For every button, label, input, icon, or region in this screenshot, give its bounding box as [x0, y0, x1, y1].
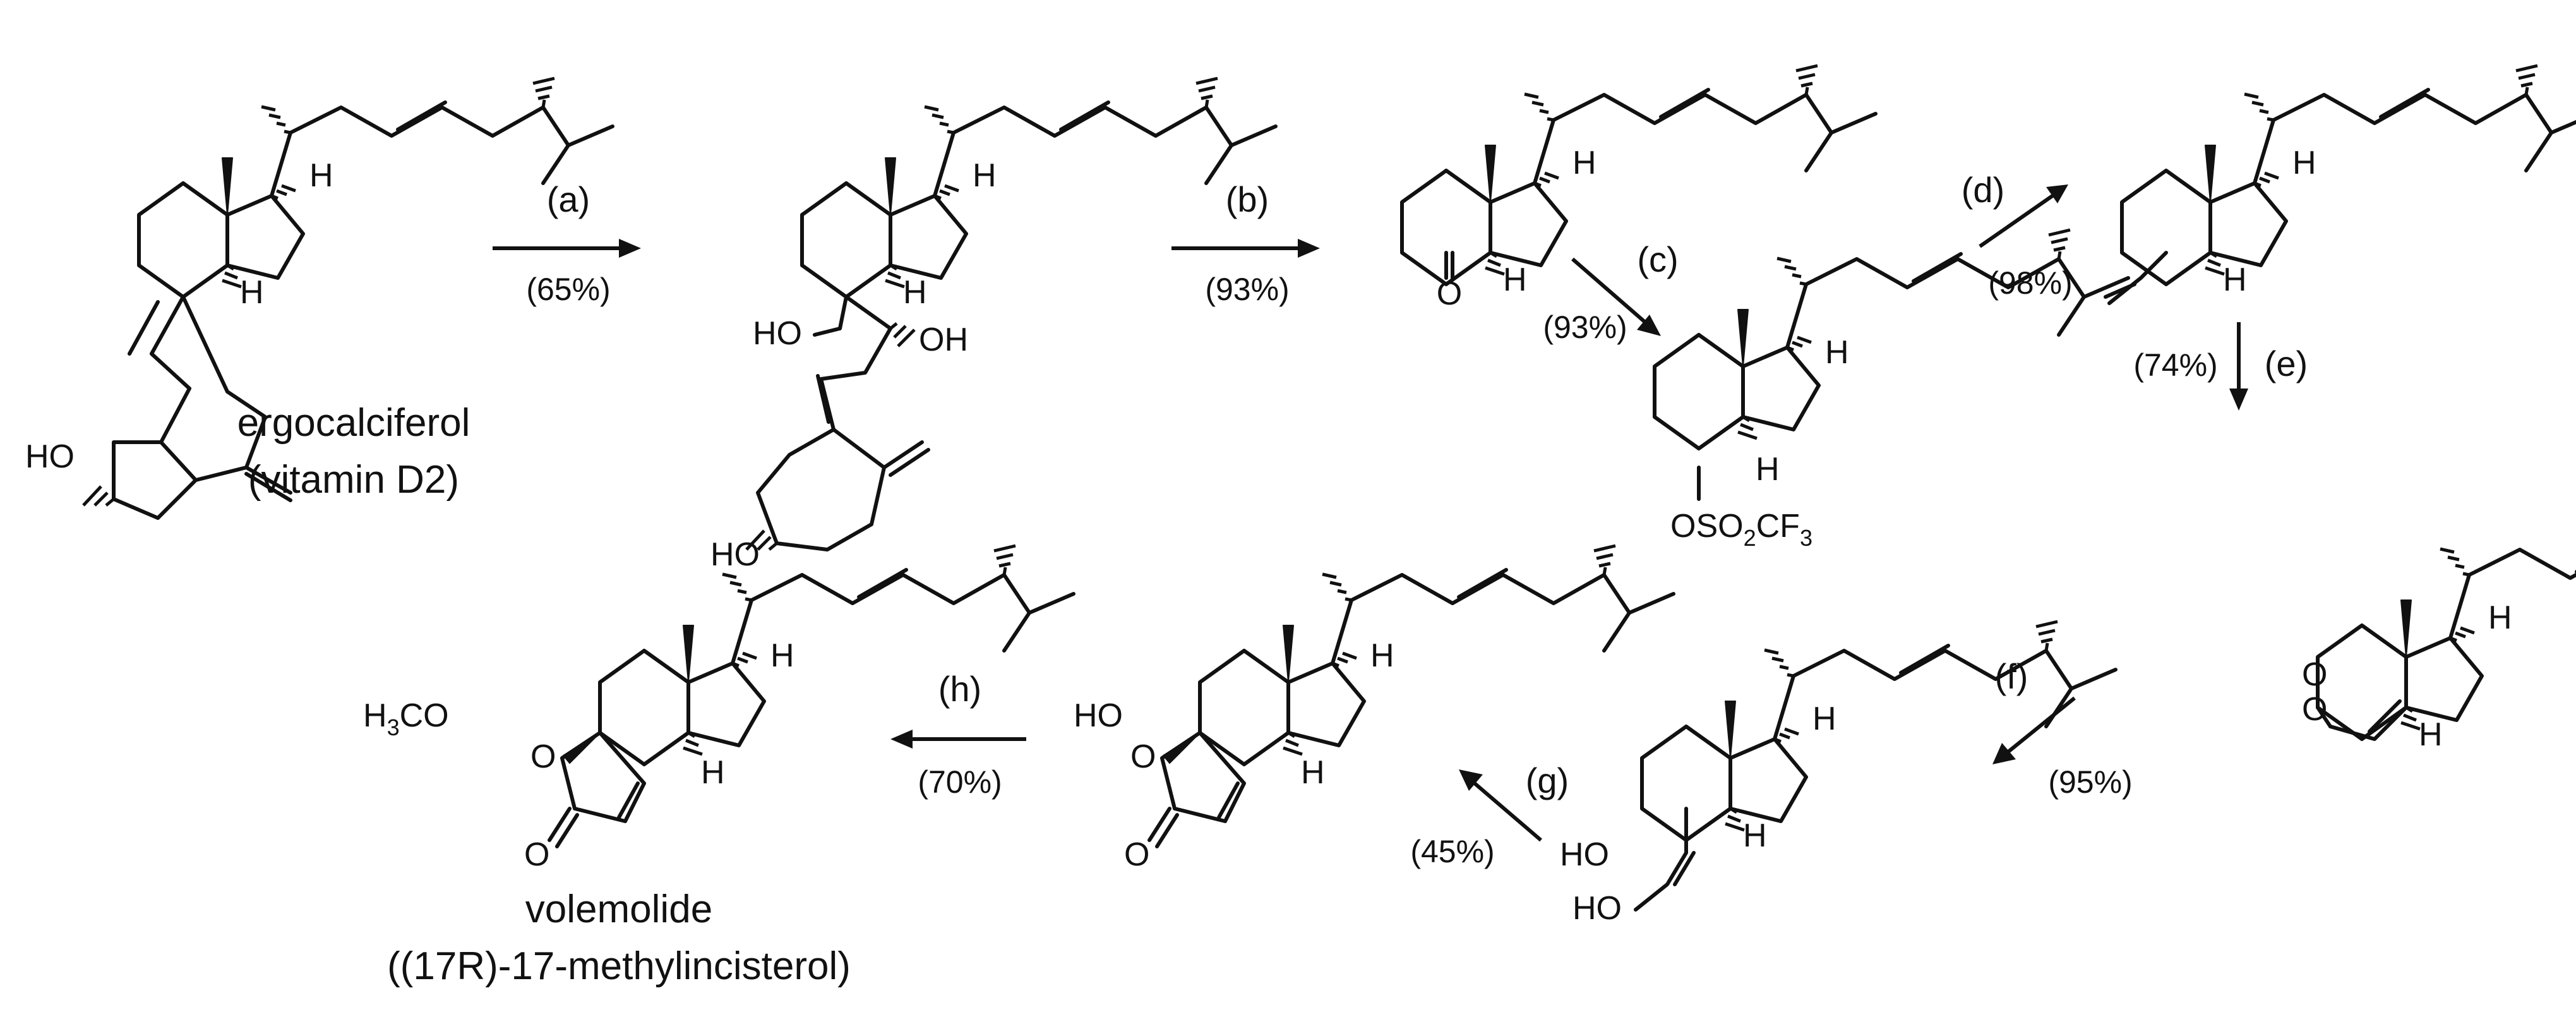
compound-volemolide: H3CO O O H H volemolide ((17R)-17-methyl…: [363, 546, 1074, 988]
c8-h-top: H: [1370, 637, 1394, 674]
arrow-step-d: (d) (98%): [1962, 170, 2073, 301]
c5-h-top: H: [2292, 145, 2316, 181]
step-g-yield: (45%): [1410, 834, 1494, 869]
c9-name-line2: ((17R)-17-methylincisterol): [387, 944, 851, 988]
c3-h-bottom: H: [1503, 262, 1527, 298]
step-h-letter: (h): [938, 669, 981, 709]
compound-vinyl: H H: [2104, 66, 2576, 305]
c8-ho-label: HO: [1074, 697, 1123, 734]
c2-oh-right: OH: [919, 322, 968, 358]
c4-h-top: H: [1825, 334, 1849, 371]
c9-o-keto: O: [524, 836, 549, 873]
step-a-letter: (a): [547, 179, 590, 219]
step-e-letter: (e): [2265, 344, 2308, 383]
compound-hydroxy-butenolide: HO O O H H: [1074, 546, 1674, 873]
c3-o-label: O: [1437, 275, 1462, 312]
c8-o-keto: O: [1124, 836, 1149, 873]
arrow-step-c: (c) (93%): [1543, 239, 1678, 345]
c2-h-bottom: H: [903, 274, 927, 311]
arrow-step-a: (a) (65%): [493, 179, 641, 307]
c6-h-top: H: [2488, 599, 2512, 636]
c1-name-line1: ergocalciferol: [237, 401, 470, 445]
compound-ergocalciferol: HO H H ergocalciferol (vitamin D2): [25, 78, 613, 520]
step-h-yield: (70%): [918, 764, 1002, 800]
c7-ho-bottom: HO: [1573, 890, 1622, 927]
c1-h-bottom: H: [240, 274, 264, 311]
c6-o2-label: O: [2302, 691, 2327, 728]
c8-o-ring: O: [1130, 738, 1156, 775]
arrow-step-g: (g) (45%): [1410, 761, 1569, 869]
c2-h-top: H: [973, 157, 997, 194]
step-f-yield: (95%): [2048, 764, 2132, 800]
step-b-yield: (93%): [1205, 272, 1289, 307]
step-g-letter: (g): [1526, 761, 1569, 800]
c6-o1-label: O: [2302, 656, 2327, 693]
c7-h-bottom: H: [1743, 817, 1767, 854]
c3-h-top: H: [1573, 145, 1597, 181]
c4-oso-label: OSO2CF3: [1670, 508, 1812, 551]
c8-h-bottom: H: [1301, 754, 1325, 791]
compound-diol: HO OH HO H H: [710, 78, 1276, 573]
step-d-yield: (98%): [1988, 265, 2072, 301]
c9-name-line1: volemolide: [525, 888, 712, 931]
c9-o-ring: O: [530, 738, 556, 775]
step-c-yield: (93%): [1543, 310, 1627, 345]
c7-h-top: H: [1812, 701, 1836, 737]
compound-triflate: OSO2CF3 H H: [1655, 230, 2128, 551]
arrow-step-h: (h) (70%): [890, 669, 1026, 800]
step-a-yield: (65%): [526, 272, 610, 307]
step-b-letter: (b): [1226, 179, 1269, 219]
c4-h-bottom: H: [1756, 451, 1780, 488]
step-e-yield: (74%): [2133, 347, 2217, 383]
c9-h-top: H: [770, 637, 794, 674]
c1-name-line2: (vitamin D2): [248, 458, 459, 502]
c5-h-bottom: H: [2223, 262, 2247, 298]
step-c-letter: (c): [1637, 239, 1678, 279]
c1-ho-label: HO: [25, 438, 75, 475]
c6-h-bottom: H: [2419, 716, 2443, 753]
c1-h-top: H: [309, 157, 333, 194]
arrow-step-b: (b) (93%): [1171, 179, 1320, 307]
arrow-step-e: (e) (74%): [2133, 322, 2308, 411]
c7-ho-top: HO: [1560, 836, 1609, 873]
c2-ho-left: HO: [753, 315, 802, 352]
c9-h-bottom: H: [701, 754, 725, 791]
c9-h3co-label: H3CO: [363, 697, 449, 740]
compound-ketone: O H H: [1402, 66, 1876, 312]
compound-allylic-diol: HO HO H H: [1560, 622, 2116, 927]
compound-endoperoxide: O O H H: [2302, 521, 2576, 753]
c2-ho-bottom: HO: [710, 536, 760, 573]
step-d-letter: (d): [1962, 170, 2004, 210]
